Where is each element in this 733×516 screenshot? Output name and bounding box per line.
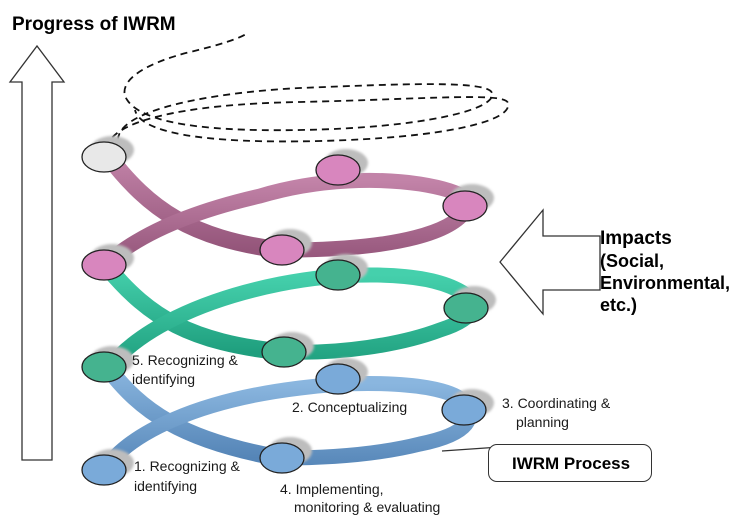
impacts-line-3: Environmental, — [600, 273, 731, 293]
impacts-line-1: Impacts — [600, 228, 672, 249]
ring-pink — [99, 147, 479, 270]
node-blue-left — [81, 454, 127, 486]
impacts-arrow — [499, 208, 601, 316]
future-loops-dashed — [106, 33, 509, 149]
step-4-label-line2: monitoring & evaluating — [294, 499, 441, 515]
ring-teal — [99, 259, 481, 374]
node-teal-back — [315, 259, 361, 291]
process-callout-label: IWRM Process — [512, 454, 631, 473]
step-3-label-line1: 3. Coordinating & — [502, 395, 611, 411]
node-teal-front — [261, 336, 307, 368]
step-1-label-line1: 1. Recognizing & — [134, 458, 240, 474]
node-top-white — [81, 141, 127, 173]
step-1-label-line2: identifying — [134, 478, 198, 494]
node-blue-front — [259, 442, 305, 474]
step-3-label-line2: planning — [516, 414, 569, 430]
node-pink-right — [442, 190, 488, 222]
step-5-label-line2: identifying — [132, 371, 196, 387]
ring-blue — [96, 359, 477, 478]
step-4-label-line1: 4. Implementing, — [280, 481, 384, 497]
node-pink-front — [259, 234, 305, 266]
impacts-line-4: etc.) — [600, 295, 638, 315]
node-pink-left — [81, 249, 127, 281]
step-5-label-line1: 5. Recognizing & — [132, 352, 238, 368]
impacts-line-2: (Social, — [600, 251, 665, 271]
spiral-nodes — [81, 136, 496, 486]
node-pink-back — [315, 154, 361, 186]
diagram-title: Progress of IWRM — [12, 14, 176, 35]
node-blue-right — [441, 394, 487, 426]
process-callout-box — [488, 444, 652, 482]
node-teal-right — [443, 292, 489, 324]
step-2-label: 2. Conceptualizing — [292, 399, 408, 415]
progress-arrow — [8, 44, 66, 461]
impacts-label: Impacts (Social, Environmental, etc.) — [600, 228, 730, 316]
node-blue-back — [315, 363, 361, 395]
node-teal-left — [81, 351, 127, 383]
